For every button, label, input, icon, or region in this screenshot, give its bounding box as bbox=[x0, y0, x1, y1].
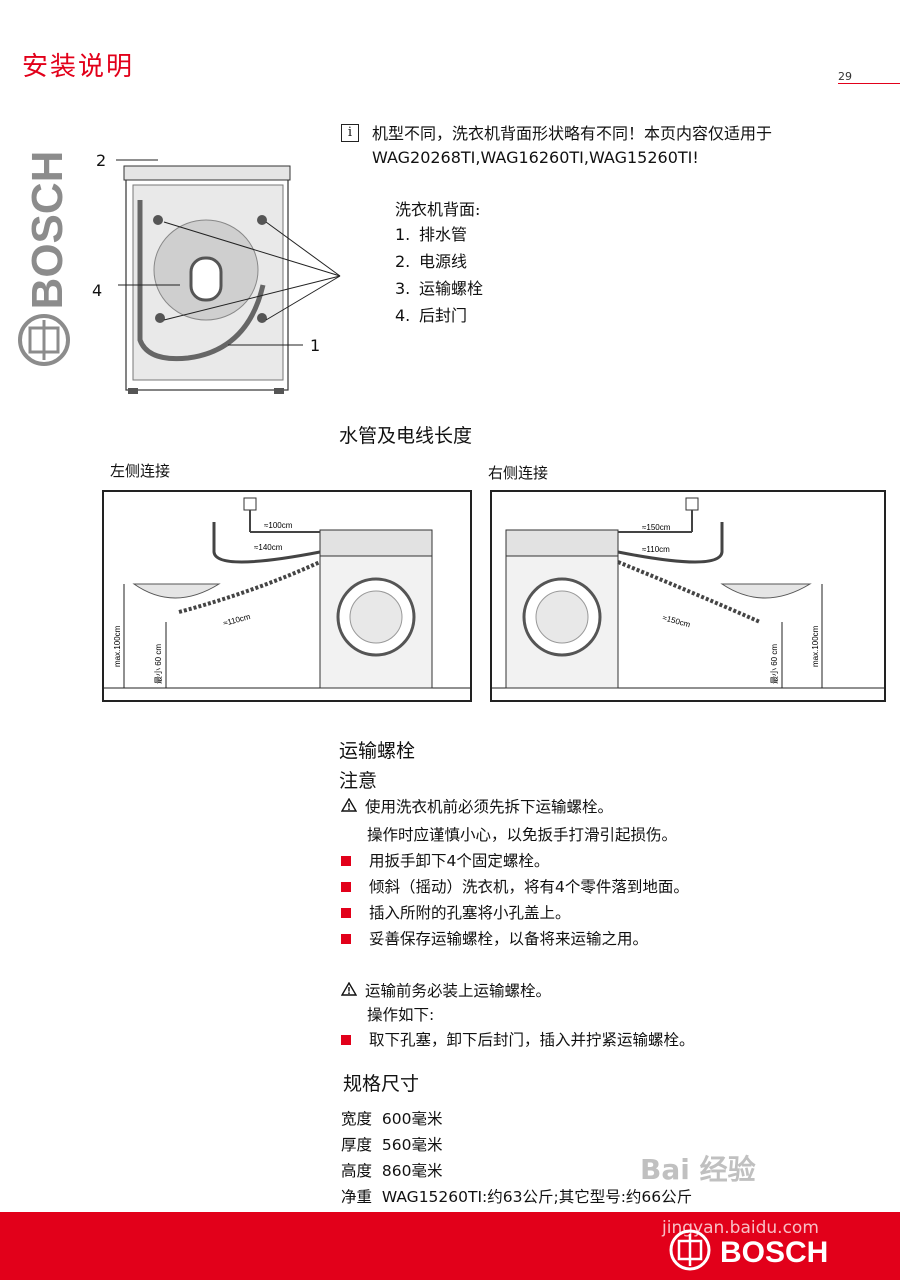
right-connection-diagram: ≈150cm ≈110cm ≈150cm max.100cm 最小 60 cm bbox=[490, 490, 886, 702]
table-row: 净重 WAG15260TI:约63公斤;其它型号:约66公斤 bbox=[341, 1188, 693, 1206]
list-item: 妥善保存运输螺栓，以备将来运输之用。 bbox=[341, 926, 689, 952]
warning-icon bbox=[340, 794, 359, 820]
watermark: Bai 经验 bbox=[640, 1153, 756, 1186]
specs-title: 规格尺寸 bbox=[343, 1073, 420, 1095]
dim-min-height: 最小 60 cm bbox=[154, 644, 163, 684]
table-row: 高度 860毫米 bbox=[341, 1162, 443, 1180]
specs-table: 宽度 600毫米 厚度 560毫米 高度 860毫米 净重 WAG15260TI… bbox=[341, 1106, 692, 1210]
bosch-logo-icon bbox=[669, 1229, 711, 1271]
transport-bolts-title: 运输螺栓 bbox=[339, 740, 416, 762]
right-connection-label: 右侧连接 bbox=[488, 464, 549, 482]
footer-bar bbox=[0, 1212, 900, 1280]
transport-steps: 用扳手卸下4个固定螺栓。 倾斜（摇动）洗衣机，将有4个零件落到地面。 插入所附的… bbox=[341, 848, 689, 952]
list-item: 倾斜（摇动）洗衣机，将有4个零件落到地面。 bbox=[341, 874, 689, 900]
notice-title: 注意 bbox=[339, 770, 378, 792]
rear-list-title: 洗衣机背面: bbox=[395, 200, 481, 219]
page-title: 安装说明 bbox=[22, 52, 135, 82]
left-connection-label: 左侧连接 bbox=[110, 462, 171, 480]
side-brand: BOSCH bbox=[0, 110, 90, 380]
dim-min-height: 最小 60 cm bbox=[770, 644, 779, 684]
info-icon: i bbox=[341, 124, 359, 142]
callout-1: 1 bbox=[310, 336, 320, 355]
list-item: 1.排水管 bbox=[395, 225, 468, 244]
dim-max-height: max.100cm bbox=[811, 625, 820, 667]
dim-max-height: max.100cm bbox=[113, 625, 122, 667]
rear-view-diagram: 2 4 3 1 bbox=[88, 140, 360, 410]
dim-inlet-hose: ≈140cm bbox=[254, 543, 283, 552]
rear-part-list: 1.排水管 2.电源线 3.运输螺栓 4.后封门 bbox=[395, 221, 483, 329]
warning-row: 使用洗衣机前必须先拆下运输螺栓。 bbox=[340, 794, 613, 820]
list-item: 3.运输螺栓 bbox=[395, 279, 484, 298]
model-note: 机型不同，洗衣机背面形状略有不同！本页内容仅适用于WAG20268TI,WAG1… bbox=[372, 124, 773, 167]
dim-power-cord: ≈100cm bbox=[264, 521, 293, 530]
list-item: 4.后封门 bbox=[395, 306, 468, 325]
warning-row: 运输前务必装上运输螺栓。 bbox=[340, 978, 551, 1004]
side-brand-text: BOSCH bbox=[23, 151, 72, 310]
transport-steps-2: 取下孔塞，卸下后封门，插入并拧紧运输螺栓。 bbox=[341, 1027, 695, 1053]
dim-drain-hose: ≈150cm bbox=[661, 613, 691, 629]
page-number: 29 bbox=[838, 70, 852, 83]
cable-length-title: 水管及电线长度 bbox=[339, 425, 473, 447]
table-row: 宽度 600毫米 bbox=[341, 1110, 443, 1128]
callout-2: 2 bbox=[96, 151, 106, 170]
dim-drain-hose: ≈110cm bbox=[222, 612, 252, 628]
bosch-logo-icon bbox=[18, 314, 70, 366]
list-item: 插入所附的孔塞将小孔盖上。 bbox=[341, 900, 689, 926]
table-row: 厚度 560毫米 bbox=[341, 1136, 443, 1154]
warning-icon bbox=[340, 978, 359, 1004]
footer-brand-text: BOSCH bbox=[720, 1236, 828, 1269]
callout-4: 4 bbox=[92, 281, 102, 300]
warning-detail: 操作时应谨慎小心，以免扳手打滑引起损伤。 bbox=[367, 826, 678, 844]
dim-power-cord: ≈150cm bbox=[642, 523, 671, 532]
left-connection-diagram: ≈100cm ≈140cm ≈110cm max.100cm 最小 60 cm bbox=[102, 490, 472, 702]
list-item: 用扳手卸下4个固定螺栓。 bbox=[341, 848, 689, 874]
header-rule bbox=[838, 83, 900, 84]
warning-detail: 操作如下: bbox=[367, 1006, 435, 1024]
list-item: 2.电源线 bbox=[395, 252, 468, 271]
list-item: 取下孔塞，卸下后封门，插入并拧紧运输螺栓。 bbox=[341, 1027, 695, 1053]
dim-inlet-hose: ≈110cm bbox=[642, 545, 670, 554]
footer-logo: BOSCH bbox=[668, 1228, 868, 1276]
